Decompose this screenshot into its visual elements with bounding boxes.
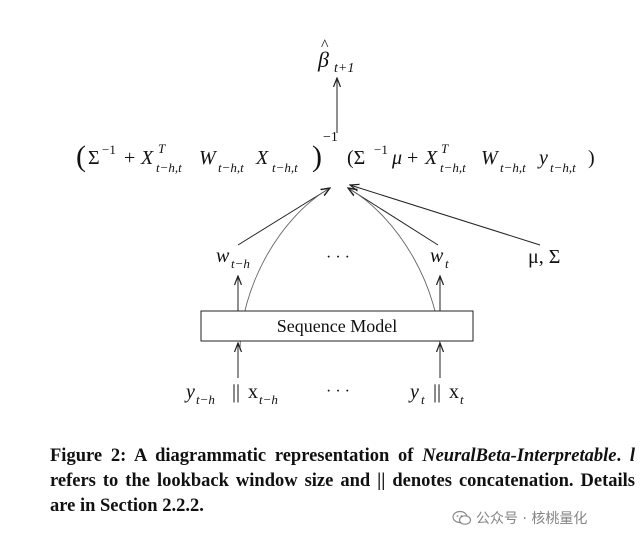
formula-sigma-exp: −1 xyxy=(102,142,116,157)
formula-mu: μ xyxy=(391,147,402,169)
formula-x-sub: t−h,t xyxy=(156,160,182,175)
weights-row: w t−h · · · w t μ, Σ xyxy=(216,245,560,271)
formula-w2-sub: t−h,t xyxy=(500,160,526,175)
formula-w2: W xyxy=(481,147,500,169)
formula-plus2: + xyxy=(407,147,418,169)
formula-plus: + xyxy=(124,147,135,169)
inputs-row: y t−h || x t−h · · · y t || x t xyxy=(184,381,464,407)
input-right-y-sub: t xyxy=(421,392,425,407)
wechat-icon xyxy=(452,510,472,525)
formula-right-paren: ) xyxy=(312,140,322,173)
weight-right: w xyxy=(430,245,444,267)
input-left-y: y xyxy=(184,381,195,403)
output-beta-hat: β ^ t+1 xyxy=(317,37,354,76)
figure-caption: Figure 2: A diagrammatic representation … xyxy=(50,444,635,519)
formula-x3-sub: t−h,t xyxy=(440,160,466,175)
input-left-concat: || xyxy=(232,381,240,403)
estimator-formula: ( Σ −1 + X T t−h,t W t−h,t X t−h,t ) −1 … xyxy=(76,130,595,175)
weight-right-sub: t xyxy=(445,256,449,271)
input-left-x-sub: t−h xyxy=(259,392,278,407)
caption-text-1: A diagrammatic representation of xyxy=(126,446,423,466)
input-right-x: x xyxy=(449,381,459,403)
formula-x3-transpose: T xyxy=(441,141,449,156)
watermark-text: 公众号 · 核桃量化 xyxy=(476,511,588,527)
input-right-concat: || xyxy=(433,381,441,403)
formula-x-transpose: T xyxy=(158,141,166,156)
formula-left-paren: ( xyxy=(76,140,86,173)
beta-subscript: t+1 xyxy=(334,61,354,76)
watermark: 公众号 · 核桃量化 xyxy=(452,508,587,528)
formula-close-paren: ) xyxy=(588,147,595,169)
formula-x: X xyxy=(140,147,154,169)
arrow-wleft-to-formula xyxy=(237,188,330,246)
weights-ellipsis: · · · xyxy=(326,249,350,266)
params-mu-sigma: μ, Σ xyxy=(528,246,560,268)
caption-text-2: . xyxy=(616,446,630,466)
formula-x2-sub: t−h,t xyxy=(272,160,298,175)
sequence-model-box: Sequence Model xyxy=(200,310,474,342)
input-left-y-sub: t−h xyxy=(196,392,215,407)
formula-w: W xyxy=(199,147,218,169)
caption-var-l: l xyxy=(629,446,636,466)
formula-x3: X xyxy=(424,147,438,169)
formula-w-sub: t−h,t xyxy=(218,160,244,175)
sequence-model-label: Sequence Model xyxy=(277,316,397,336)
input-left-x: x xyxy=(248,381,258,403)
weight-left: w xyxy=(216,245,230,267)
formula-second-open: (Σ xyxy=(347,147,365,169)
input-right-y: y xyxy=(408,381,419,403)
hat-accent: ^ xyxy=(321,37,329,54)
formula-x2: X xyxy=(255,147,269,169)
caption-model-name: NeuralBeta-Interpretable xyxy=(422,446,617,466)
weight-left-sub: t−h xyxy=(231,256,250,271)
formula-y-sub: t−h,t xyxy=(550,160,576,175)
caption-text-3: refers to the lookback window size and |… xyxy=(50,471,635,516)
formula-second-exp: −1 xyxy=(374,142,388,157)
beta-symbol: β xyxy=(317,47,329,72)
inputs-ellipsis: · · · xyxy=(326,383,350,400)
neuralbeta-diagram: β ^ t+1 ( Σ −1 + X T t−h,t W t−h,t X t−h… xyxy=(76,37,595,407)
caption-label: Figure 2: xyxy=(50,446,127,466)
formula-outer-exp: −1 xyxy=(323,130,338,145)
arrow-params-to-formula xyxy=(350,185,541,246)
formula-y: y xyxy=(537,147,548,169)
input-right-x-sub: t xyxy=(460,392,464,407)
formula-sigma: Σ xyxy=(88,147,100,169)
